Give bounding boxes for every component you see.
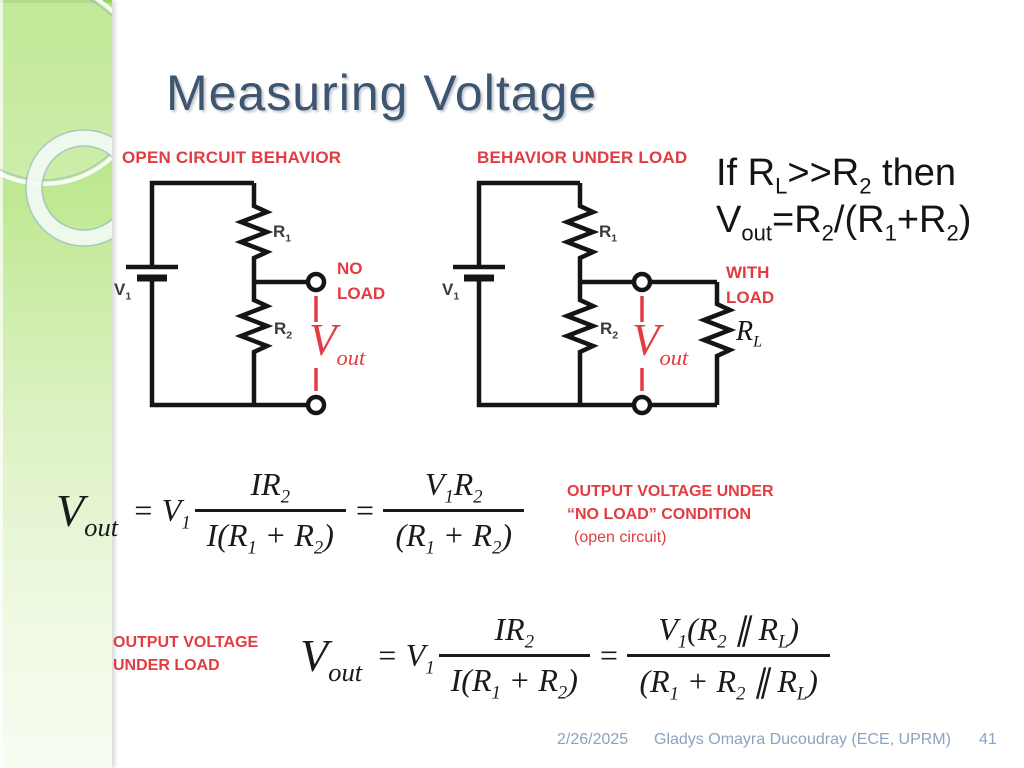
footer-date: 2/26/2025	[557, 731, 629, 748]
caption-line: OUTPUT VOLTAGE UNDER	[567, 483, 774, 500]
terminal-bottom-icon	[631, 394, 653, 416]
vout-label: Vout	[632, 315, 689, 370]
fraction-denominator: (R1 + R2 ∥ RL)	[639, 663, 818, 705]
no-load-note: NO LOAD	[337, 259, 386, 303]
formula-coefficient: V1	[405, 636, 435, 678]
fraction-denominator: I(R1 + R2)	[450, 662, 578, 704]
slide-title: Measuring Voltage	[166, 65, 598, 121]
footer-author: Gladys Omayra Ducoudray (ECE, UPRM)	[654, 731, 951, 748]
side-panel-decoration	[0, 0, 112, 768]
with-load-note: WITH LOAD	[726, 263, 775, 307]
equals-sign: =	[597, 636, 620, 673]
panel-top-edge	[0, 0, 112, 3]
condition-line-1: If RL>>R2 then	[716, 152, 957, 199]
no-load-formula: Vout = V1 IR2 I(R1 + R2) = V1R2 (R1 + R2…	[56, 466, 524, 559]
resistor-r1-icon	[234, 183, 274, 282]
formula-lhs: Vout	[300, 629, 363, 687]
caption-line: “NO LOAD” CONDITION	[567, 506, 751, 523]
open-circuit-diagram: V1 R1 R2 NO LOAD Vout	[112, 172, 432, 417]
fraction: V1R2 (R1 + R2)	[383, 466, 524, 559]
formula-lhs: Vout	[56, 484, 119, 542]
r2-label: R2	[600, 319, 619, 342]
ring-ornament-icon	[25, 129, 112, 247]
wire-bottom-left	[149, 278, 308, 408]
panel-left-edge	[0, 0, 3, 768]
under-load-circuit-diagram: V1 R1 R2 RL WITH LOAD Vout	[440, 172, 800, 417]
fraction: V1(R2 ∥ RL) (R1 + R2 ∥ RL)	[627, 610, 830, 705]
panel-background	[0, 0, 112, 768]
source-label: V1	[114, 280, 132, 303]
fraction-numerator: IR2	[438, 611, 590, 657]
fraction-denominator: (R1 + R2)	[395, 517, 512, 559]
caption-line: (open circuit)	[574, 529, 667, 546]
footer-page-number: 41	[979, 731, 997, 748]
fraction-numerator: IR2	[194, 466, 346, 512]
r2-label: R2	[274, 319, 293, 342]
condition-statement: If RL>>R2 then Vout=R2/(R1+R2)	[716, 150, 971, 244]
caption-line: UNDER LOAD	[113, 657, 220, 674]
wire-top-left	[476, 180, 580, 267]
fraction-numerator: V1R2	[383, 466, 524, 512]
under-load-heading: BEHAVIOR UNDER LOAD	[477, 148, 688, 167]
under-load-formula-caption: OUTPUT VOLTAGE UNDER LOAD	[113, 631, 258, 677]
under-load-schematic	[453, 180, 737, 416]
resistor-rl-icon	[697, 282, 737, 405]
open-circuit-heading: OPEN CIRCUIT BEHAVIOR	[122, 148, 342, 167]
r1-label: R1	[273, 222, 292, 245]
equals-sign: =	[376, 636, 398, 673]
resistor-r1-icon	[560, 183, 600, 282]
rl-label: RL	[736, 316, 763, 351]
under-load-formula: Vout = V1 IR2 I(R1 + R2) = V1(R2 ∥ RL) (…	[300, 610, 830, 705]
equals-sign: =	[353, 491, 376, 528]
terminal-top-icon	[305, 271, 327, 293]
open-circuit-schematic	[126, 180, 327, 416]
source-label: V1	[442, 280, 460, 303]
caption-line: OUTPUT VOLTAGE	[113, 634, 259, 651]
equals-sign: =	[132, 491, 154, 528]
fraction-numerator: V1(R2 ∥ RL)	[627, 610, 830, 657]
no-load-formula-caption: OUTPUT VOLTAGE UNDER “NO LOAD” CONDITION…	[567, 480, 774, 549]
resistor-r2-icon	[234, 282, 274, 405]
green-gradient-artwork	[0, 0, 112, 768]
terminal-top-icon	[631, 271, 653, 293]
fraction: IR2 I(R1 + R2)	[194, 466, 346, 559]
vout-label: Vout	[309, 315, 366, 370]
r1-label: R1	[599, 222, 618, 245]
condition-line-2: Vout=R2/(R1+R2)	[716, 199, 972, 246]
fraction: IR2 I(R1 + R2)	[438, 611, 590, 704]
formula-coefficient: V1	[161, 491, 191, 533]
fraction-denominator: I(R1 + R2)	[206, 517, 334, 559]
wire-top-left	[149, 180, 254, 267]
terminal-bottom-icon	[305, 394, 327, 416]
resistor-r2-icon	[560, 282, 600, 405]
